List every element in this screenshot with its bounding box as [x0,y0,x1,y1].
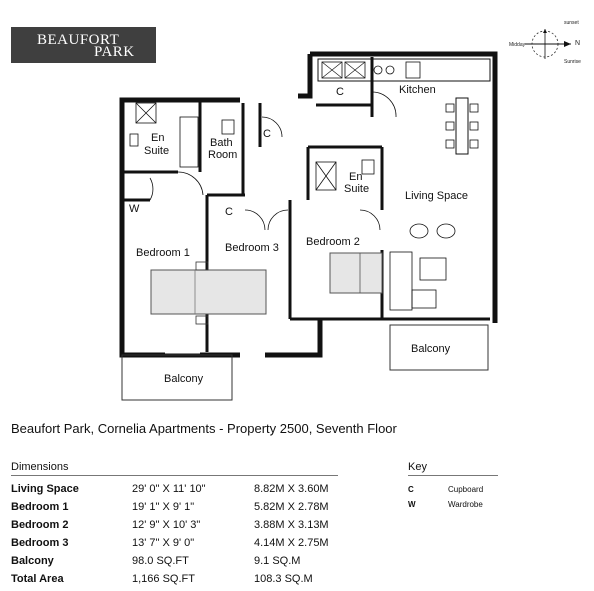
dimensions-divider [11,475,338,476]
compass-sunset: sunset [564,20,579,26]
key-code: C [408,485,414,494]
dimensions-heading: Dimensions [11,461,69,473]
room-bedroom-3-label: Bedroom 3 [225,242,279,254]
dimension-metric: 5.82M X 2.78M [254,501,329,513]
compass-icon [525,29,571,59]
dimensions-row: Living Space 29' 0" X 11' 10" 8.82M X 3.… [11,483,341,501]
dimension-metric: 3.88M X 3.13M [254,519,329,531]
room-kitchen-label: Kitchen [399,84,436,96]
beaufort-park-logo: BEAUFORT PARK [11,27,156,63]
dimension-imperial: 13' 7" X 9' 0" [132,537,195,549]
dimensions-row: Balcony 98.0 SQ.FT 9.1 SQ.M [11,555,341,573]
room-ensuite-1-label-line1: En [151,132,165,144]
key-heading: Key [408,461,427,473]
key-divider [408,475,498,476]
dimension-imperial: 98.0 SQ.FT [132,555,189,567]
dimensions-row: Bedroom 3 13' 7" X 9' 0" 4.14M X 2.75M [11,537,341,555]
cupboard-bedroom-3-marker: C [225,206,233,218]
logo-line-1: BEAUFORT [37,32,120,48]
wardrobe-marker: W [129,203,140,215]
room-bedroom-2-label: Bedroom 2 [306,236,360,248]
room-bathroom-label-line2: Room [208,149,238,161]
dimension-room: Bedroom 3 [11,537,69,549]
dimensions-row: Total Area 1,166 SQ.FT 108.3 SQ.M [11,573,341,591]
room-bathroom-label-line1: Bath [210,137,233,149]
compass-north: N [575,40,581,47]
compass-sunrise: Sunrise [564,59,581,65]
compass-rose: N sunset Sunrise Midday [509,19,589,74]
dimension-room: Total Area [11,573,64,585]
dimension-room: Bedroom 2 [11,519,69,531]
dimension-imperial: 29' 0" X 11' 10" [132,483,206,495]
dimension-imperial: 12' 9" X 10' 3" [132,519,201,531]
cupboard-kitchen-marker: C [336,86,344,98]
compass-midday: Midday [509,42,526,48]
dimension-imperial: 19' 1" X 9' 1" [132,501,195,513]
dimension-metric: 9.1 SQ.M [254,555,301,567]
logo-line-2: PARK [94,44,135,60]
room-ensuite-2-label-line1: En [349,171,363,183]
property-title: Beaufort Park, Cornelia Apartments - Pro… [11,421,397,436]
dimension-metric: 4.14M X 2.75M [254,537,329,549]
dimension-room: Balcony [11,555,54,567]
dimension-imperial: 1,166 SQ.FT [132,573,195,585]
dimensions-row: Bedroom 2 12' 9" X 10' 3" 3.88M X 3.13M [11,519,341,537]
floor-plan [119,51,498,401]
dimension-metric: 8.82M X 3.60M [254,483,329,495]
room-ensuite-2-label-line2: Suite [344,183,370,195]
key-label: Wardrobe [448,500,483,509]
cupboard-hall-marker: C [263,128,271,140]
room-bedroom-1-label: Bedroom 1 [136,247,190,259]
key-label: Cupboard [448,485,484,494]
room-balcony-right-label: Balcony [411,343,451,355]
room-ensuite-1-label-line2: Suite [144,145,170,157]
room-balcony-left-label: Balcony [164,373,204,385]
dimensions-row: Bedroom 1 19' 1" X 9' 1" 5.82M X 2.78M [11,501,341,519]
key-code: W [408,500,416,509]
dimension-room: Bedroom 1 [11,501,69,513]
dimension-room: Living Space [11,483,79,495]
dimension-metric: 108.3 SQ.M [254,573,313,585]
room-living-space-label: Living Space [405,190,468,202]
